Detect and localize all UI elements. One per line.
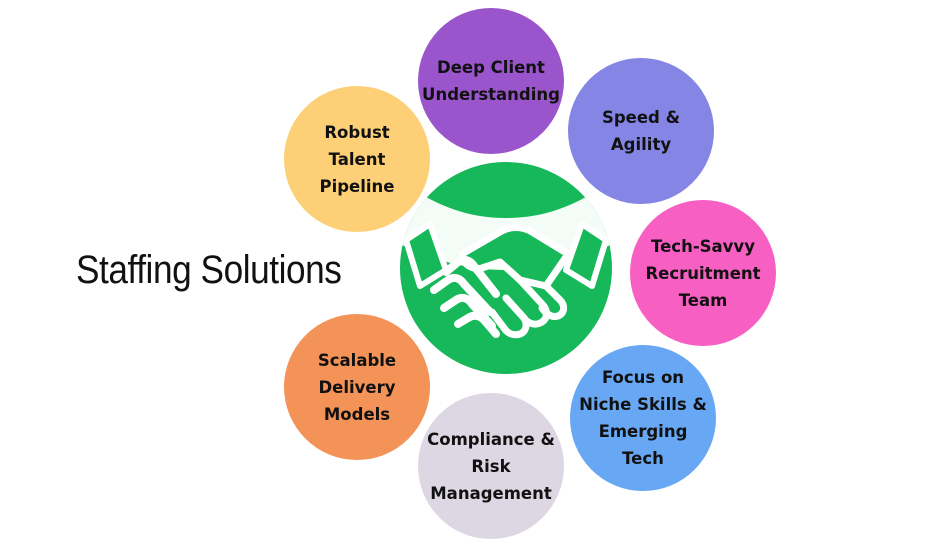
node-label: Robust Talent Pipeline [319, 122, 395, 196]
node-robust-talent-pipeline: Robust Talent Pipeline [284, 86, 430, 232]
node-label: Compliance & Risk Management [427, 429, 555, 503]
node-label: Speed & Agility [601, 108, 681, 154]
node-label: Deep Client Understanding [422, 58, 560, 104]
node-scalable-delivery-models: Scalable Delivery Models [284, 314, 430, 460]
hub-circle [400, 162, 612, 374]
handshake-icon [400, 190, 612, 339]
node-speed-agility: Speed & Agility [568, 58, 714, 204]
page-title: Staffing Solutions [76, 248, 342, 292]
node-label: Focus on Niche Skills & Emerging Tech [579, 368, 707, 468]
node-deep-client-understanding: Deep Client Understanding [418, 8, 564, 154]
node-tech-savvy-recruitment-team: Tech-Savvy Recruitment Team [630, 200, 776, 346]
node-label: Scalable Delivery Models [317, 350, 397, 424]
node-label: Tech-Savvy Recruitment Team [645, 236, 761, 310]
node-compliance-risk-management: Compliance & Risk Management [418, 393, 564, 539]
node-niche-skills-emerging-tech: Focus on Niche Skills & Emerging Tech [570, 345, 716, 491]
